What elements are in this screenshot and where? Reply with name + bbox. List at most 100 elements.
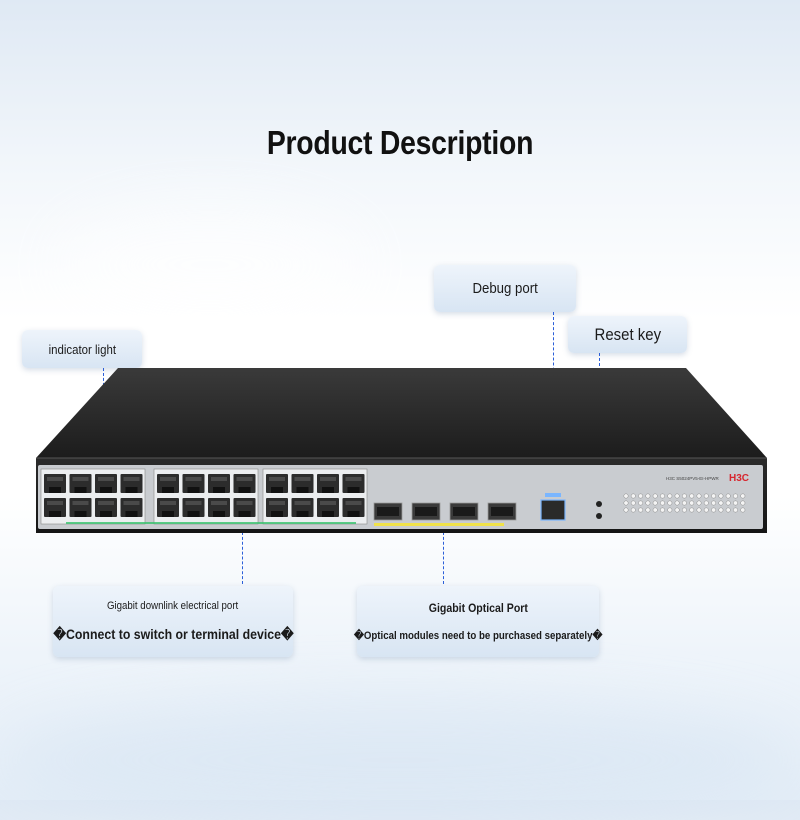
rj45-port-latch: [322, 487, 334, 493]
status-led: [711, 507, 717, 513]
callout-indicator-light-label: indicator light: [48, 341, 116, 357]
rj45-port-latch: [296, 487, 309, 493]
sfp-port-cage: [415, 507, 437, 516]
rj45-port-contacts: [123, 477, 140, 481]
rj45-port-contacts: [236, 501, 253, 505]
status-led: [740, 493, 746, 499]
rj45-port-contacts: [269, 501, 285, 505]
callout-electrical-port: Gigabit downlink electrical port �Connec…: [53, 586, 293, 657]
rj45-port-contacts: [98, 477, 114, 481]
status-led: [725, 500, 731, 506]
rj45-port-latch: [213, 487, 225, 493]
status-led: [696, 500, 702, 506]
status-led: [725, 493, 731, 499]
rj45-port-latch: [162, 511, 174, 517]
rj45-port-contacts: [211, 501, 227, 505]
rj45-port-latch: [322, 511, 334, 517]
rj45-port-contacts: [294, 501, 311, 505]
rj45-port-contacts: [269, 477, 285, 481]
rj45-port-latch: [271, 487, 283, 493]
rj45-port-contacts: [47, 477, 63, 481]
status-led: [681, 507, 687, 513]
rj45-port-latch: [187, 487, 200, 493]
rj45-port-latch: [49, 487, 61, 493]
rj45-port-latch: [125, 511, 138, 517]
status-led: [652, 500, 658, 506]
indicator-led-group: [623, 493, 746, 513]
status-led: [652, 507, 658, 513]
status-led: [638, 507, 644, 513]
status-led: [740, 500, 746, 506]
rj45-port-contacts: [160, 477, 176, 481]
status-led: [667, 500, 673, 506]
rj45-port-latch: [49, 511, 61, 517]
rj45-port-latch: [347, 487, 360, 493]
rj45-port-latch: [187, 511, 200, 517]
status-led: [630, 493, 636, 499]
callout-optical-port: Gigabit Optical Port �Optical modules ne…: [353, 586, 603, 657]
status-led: [645, 493, 651, 499]
background-glow-bottom: [0, 700, 800, 820]
status-led: [645, 500, 651, 506]
brand-logo: H3C: [729, 473, 749, 484]
reset-button[interactable]: [596, 513, 602, 519]
status-led: [681, 500, 687, 506]
rj45-port-contacts: [185, 477, 202, 481]
rj45-port-latch: [347, 511, 360, 517]
rj45-port-contacts: [160, 501, 176, 505]
rj45-port-contacts: [72, 501, 89, 505]
callout-debug-port: Debug port: [434, 265, 576, 312]
status-led: [660, 493, 665, 499]
status-led: [660, 507, 665, 513]
status-led: [703, 507, 709, 513]
rj45-port-latch: [100, 511, 112, 517]
electrical-port-underline: [66, 522, 356, 524]
status-led: [638, 493, 644, 499]
status-led: [645, 507, 651, 513]
status-led: [689, 500, 695, 506]
status-led: [689, 493, 695, 499]
status-led: [638, 500, 644, 506]
callout-electrical-port-note: �Connect to switch or terminal device�: [52, 626, 294, 642]
status-led: [681, 493, 687, 499]
status-led: [674, 507, 680, 513]
status-led: [733, 500, 738, 506]
status-led: [652, 493, 658, 499]
background-glow-left: [60, 210, 360, 320]
sfp-port-cage: [377, 507, 399, 516]
status-led: [630, 507, 636, 513]
sfp-port-cage: [491, 507, 513, 516]
status-led: [703, 500, 709, 506]
mode-button[interactable]: [596, 501, 602, 507]
status-led: [623, 500, 629, 506]
status-led: [740, 507, 746, 513]
callout-indicator-light: indicator light: [22, 330, 142, 368]
debug-port-label-plate: [545, 493, 561, 497]
status-led: [667, 493, 673, 499]
status-led: [623, 507, 629, 513]
status-led: [711, 500, 717, 506]
callout-reset-key-label: Reset key: [594, 324, 661, 344]
status-led: [674, 500, 680, 506]
status-led: [689, 507, 695, 513]
rj45-port-contacts: [345, 501, 362, 505]
rj45-port-contacts: [320, 477, 336, 481]
switch-top-surface: [36, 368, 767, 458]
rj45-port-contacts: [72, 477, 89, 481]
status-led: [718, 493, 724, 499]
rj45-port-contacts: [123, 501, 140, 505]
rj45-port-latch: [162, 487, 174, 493]
rj45-port-latch: [271, 511, 283, 517]
callout-optical-port-note: �Optical modules need to be purchased se…: [353, 630, 603, 642]
status-led: [667, 507, 673, 513]
rj45-port-latch: [125, 487, 138, 493]
status-led: [703, 493, 709, 499]
leader-electrical-port: [242, 532, 243, 584]
rj45-port-latch: [74, 511, 87, 517]
status-led: [674, 493, 680, 499]
rj45-port-latch: [296, 511, 309, 517]
status-led: [733, 507, 738, 513]
status-led: [696, 507, 702, 513]
status-led: [718, 500, 724, 506]
debug-port[interactable]: [540, 499, 566, 521]
